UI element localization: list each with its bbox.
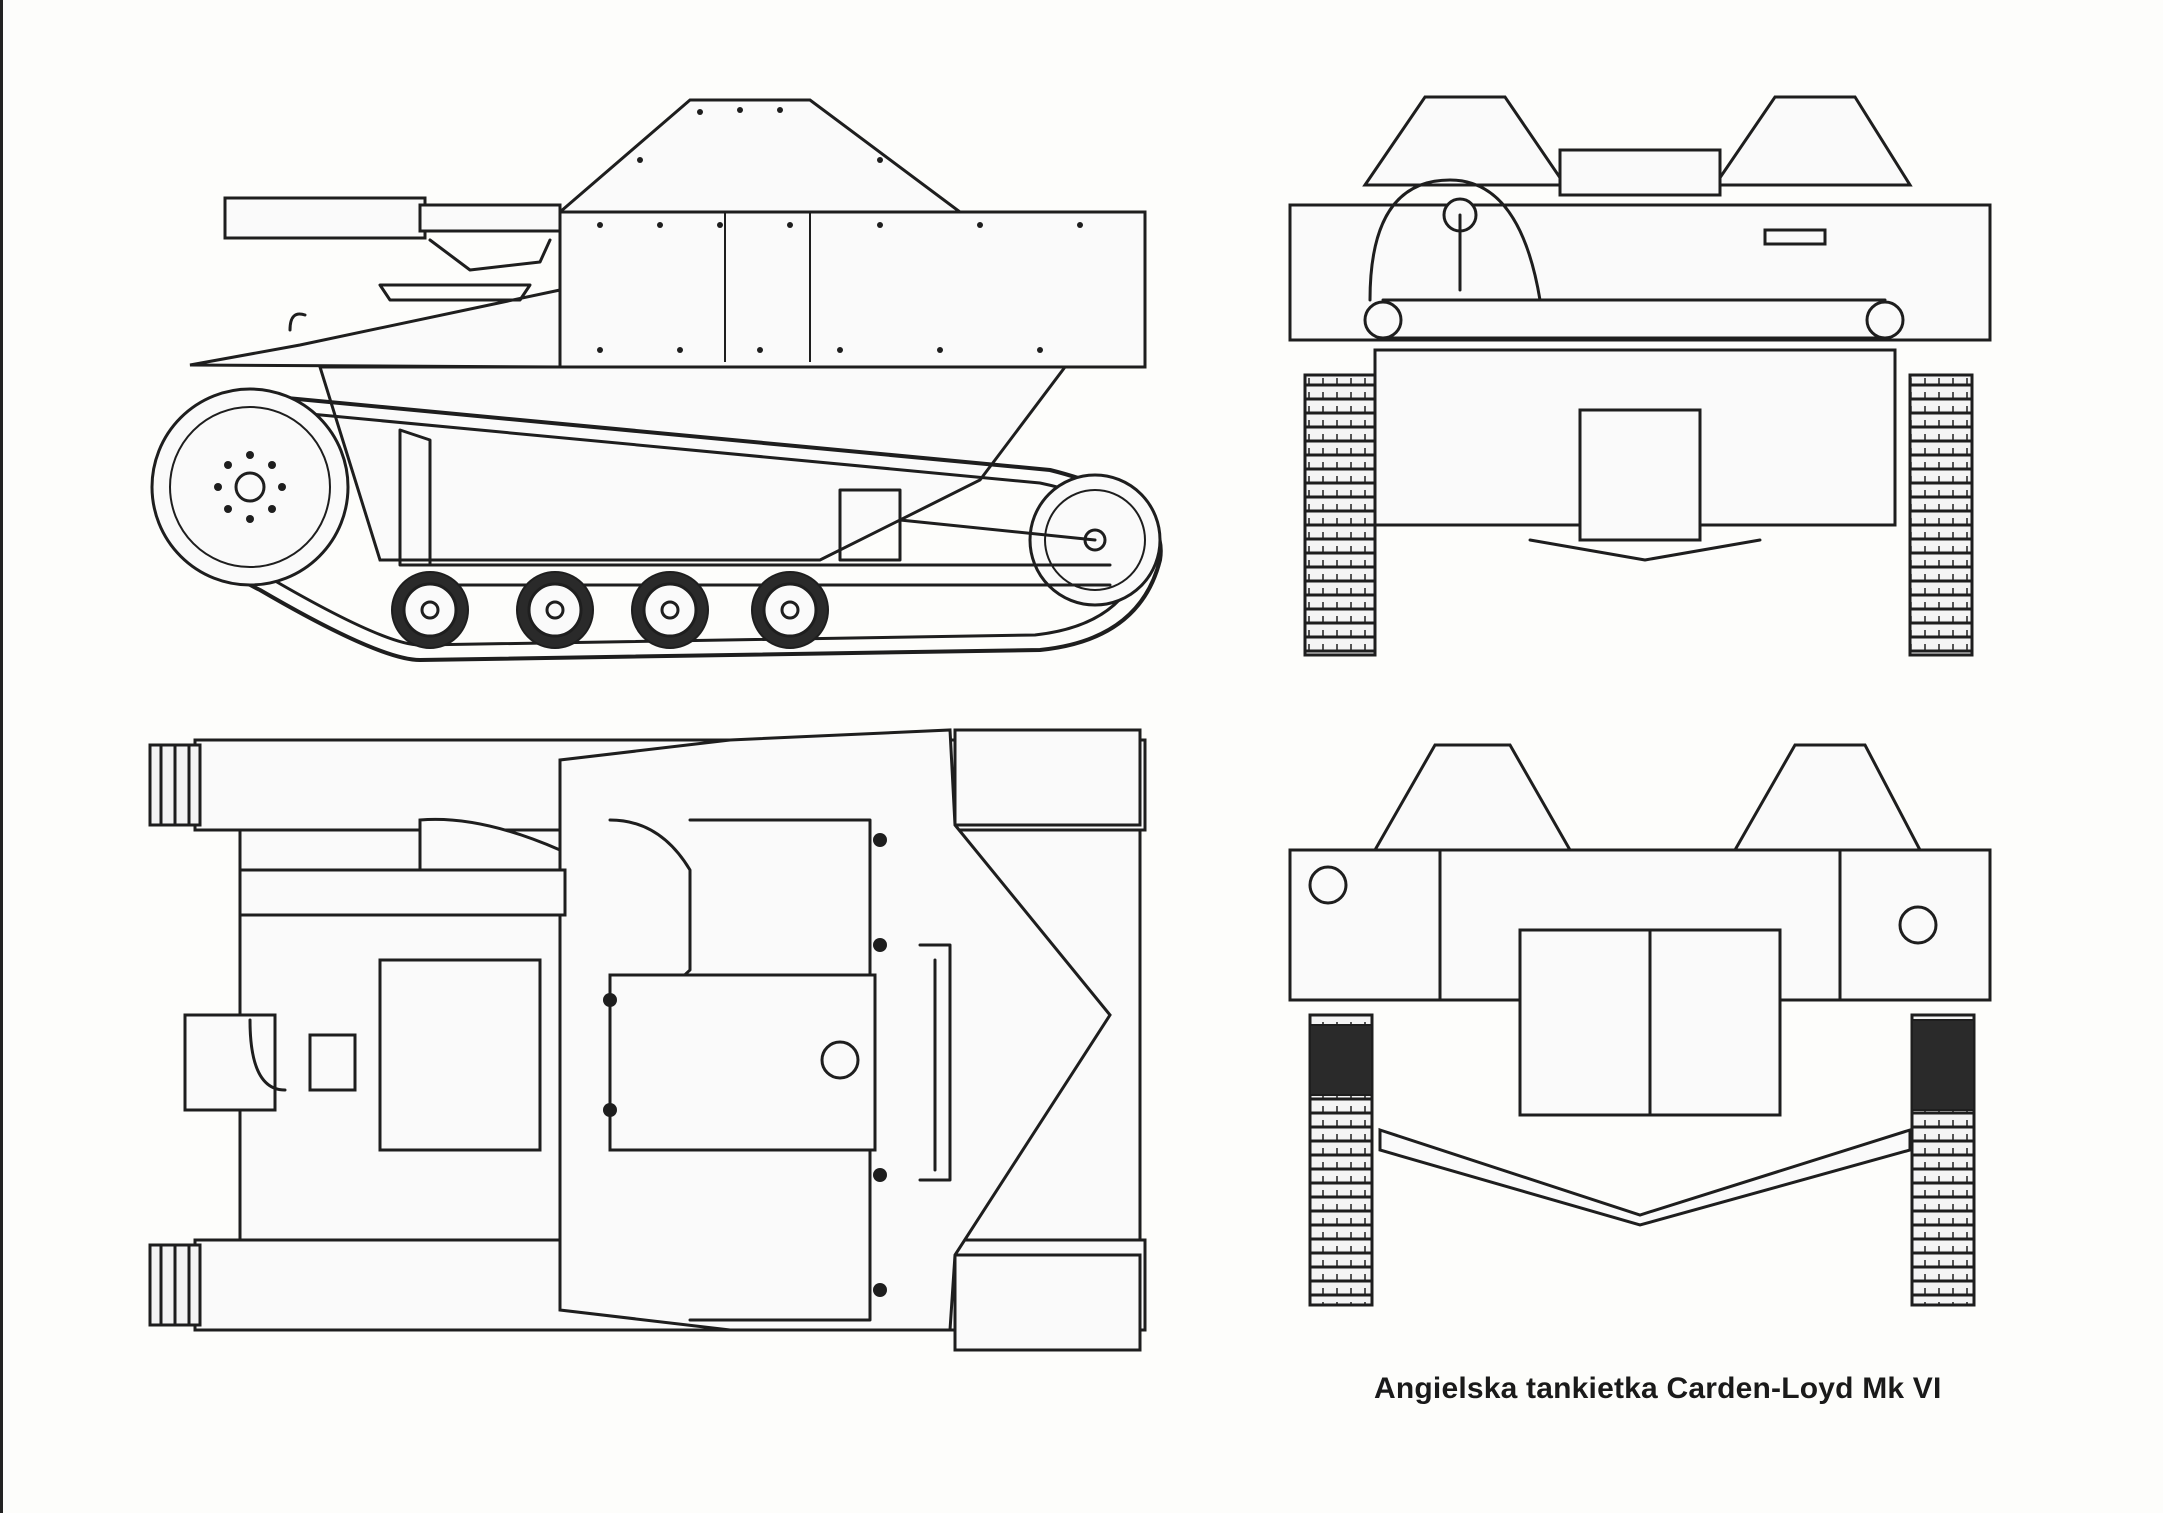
side-view (150, 98, 1163, 662)
rear-view (1288, 743, 1992, 1307)
top-view (148, 728, 1147, 1352)
drawing-caption: Angielska tankietka Carden-Loyd Mk VI (1374, 1372, 1942, 1405)
road-wheels (391, 571, 829, 649)
front-view (1288, 95, 1992, 657)
